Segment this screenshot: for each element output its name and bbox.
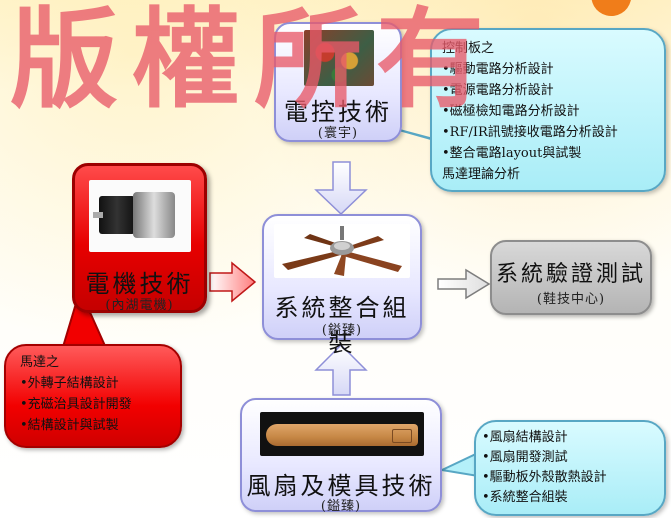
motor-callout: 馬達之 •外轉子結構設計 •充磁治具設計開發 •結構設計與試製 <box>4 344 182 448</box>
control-callout-line: •電源電路分析設計 <box>442 83 554 98</box>
arrow-fan-to-integration <box>314 343 368 396</box>
fan-callout-line: •驅動板外殼散熱設計 <box>482 470 607 485</box>
fan-mold-tech-box: 風扇及模具技術 (鎰臻) <box>240 398 442 514</box>
copyright-watermark: 版權所有 <box>10 0 499 123</box>
motor-callout-line: •結構設計與試製 <box>20 418 119 433</box>
control-callout-line: 馬達理論分析 <box>442 167 521 182</box>
control-callout-line: •RF/IR訊號接收電路分析設計 <box>442 125 618 140</box>
ceiling-fan-photo <box>274 224 410 278</box>
control-tech-box: 電控技術 (寰宇) <box>274 22 402 142</box>
control-callout-line: •驅動電路分析設計 <box>442 62 554 77</box>
circuit-board-photo <box>304 30 374 86</box>
system-verification-box: 系統驗證測試 (鞋技中心) <box>490 240 652 315</box>
fan-callout: •風扇結構設計 •風扇開發測試 •驅動板外殼散熱設計 •系統整合組裝 <box>474 420 666 516</box>
ceiling-fan-graphic <box>282 226 402 276</box>
system-verification-subtitle: (鞋技中心) <box>536 292 606 307</box>
fan-callout-line: •風扇結構設計 <box>482 430 568 445</box>
system-integration-title: 系統整合組裝 <box>274 294 410 357</box>
fan-mold-tech-subtitle: (鎰臻) <box>320 499 362 514</box>
fan-mold-tech-title: 風扇及模具技術 <box>246 472 436 500</box>
control-callout-line: 控制板之 <box>442 41 495 56</box>
motor-callout-line: •外轉子結構設計 <box>20 376 119 391</box>
arrow-motor-to-integration <box>209 261 257 303</box>
fan-callout-line: •系統整合組裝 <box>482 490 568 505</box>
system-integration-box: 系統整合組裝 (鎰臻) <box>262 214 422 357</box>
arrow-control-to-integration <box>314 161 368 216</box>
motor-tech-title: 電機技術 <box>85 270 194 298</box>
motor-callout-line: 馬達之 <box>20 355 60 370</box>
system-verification-title: 系統驗證測試 <box>495 262 646 287</box>
motor-photo <box>89 180 191 252</box>
motor-callout-line: •充磁治具設計開發 <box>20 397 132 412</box>
control-callout-line: •磁極檢知電路分析設計 <box>442 104 580 119</box>
arrow-integration-to-verification <box>437 268 491 300</box>
fan-blade-photo <box>260 412 424 456</box>
callout-tail-fan <box>438 451 479 478</box>
motor-tech-box: 電機技術 (內湖電機) <box>72 163 207 313</box>
motor-tech-subtitle: (內湖電機) <box>105 298 174 313</box>
control-callout: 控制板之 •驅動電路分析設計 •電源電路分析設計 •磁極檢知電路分析設計 •RF… <box>430 28 666 192</box>
control-callout-line: •整合電路layout與試製 <box>442 146 582 161</box>
control-tech-title: 電控技術 <box>284 98 392 126</box>
fan-callout-line: •風扇開發測試 <box>482 450 568 465</box>
control-tech-subtitle: (寰宇) <box>317 126 359 141</box>
system-integration-subtitle: (鎰臻) <box>321 323 363 338</box>
